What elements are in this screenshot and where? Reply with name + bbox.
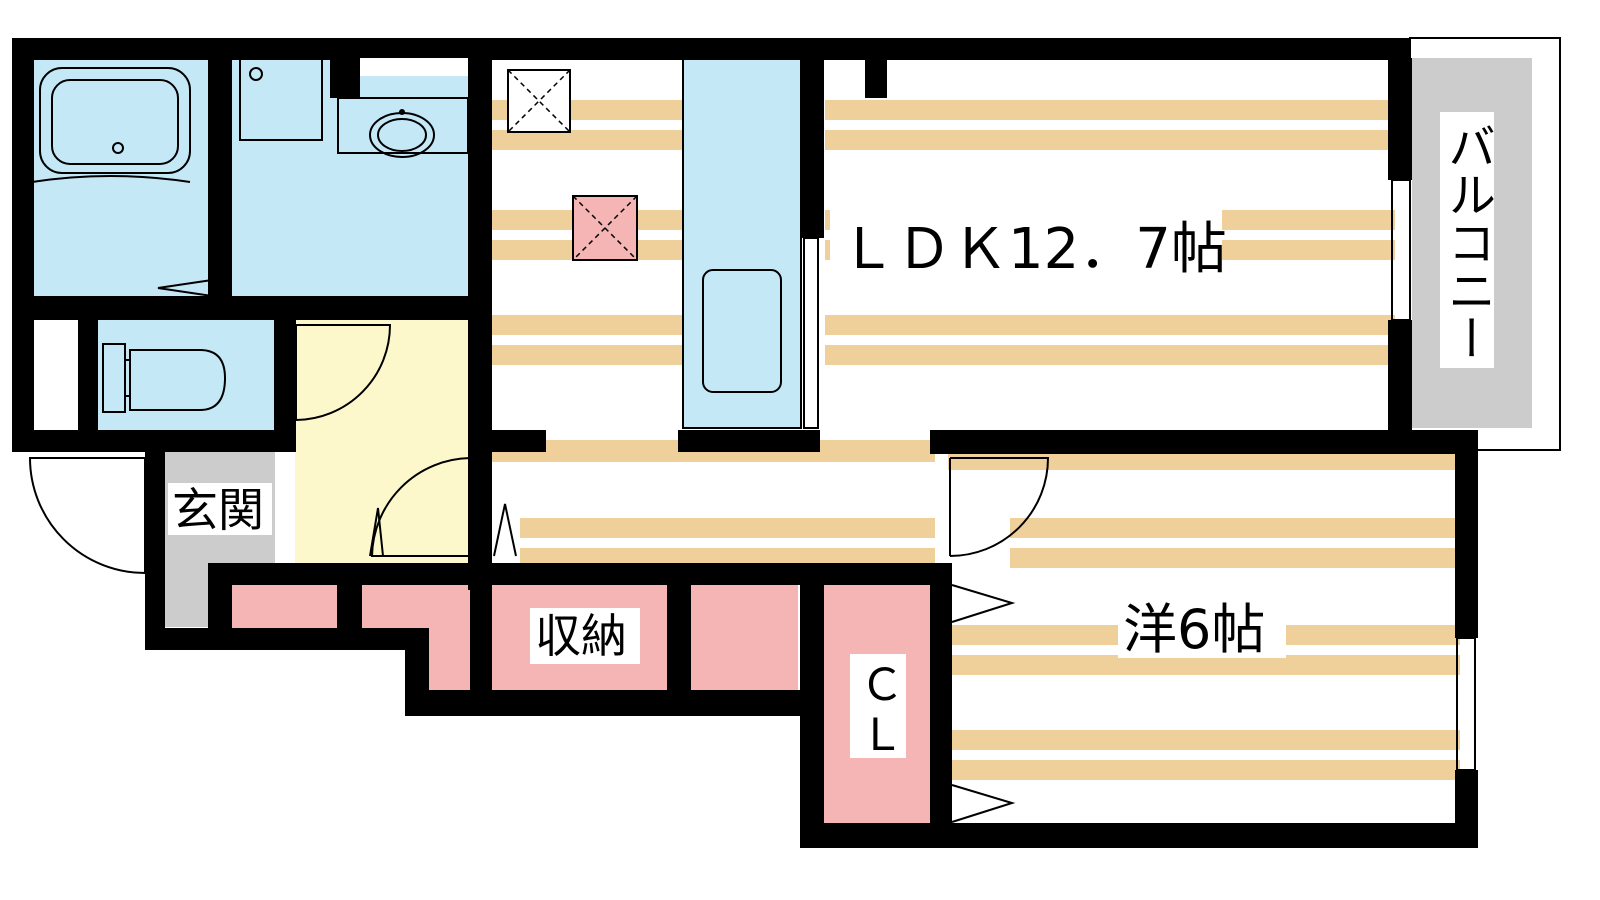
entrance-label: 玄関 (172, 483, 264, 537)
washing-machine-space (239, 57, 323, 141)
walls (12, 38, 1478, 848)
western-room-label: 洋6帖 (1123, 598, 1265, 661)
closet-label-l: Ｌ (860, 710, 904, 761)
storage-label-bg (530, 608, 640, 664)
western-label-bg (1118, 592, 1286, 658)
ceiling-vent-pink (572, 195, 638, 261)
balcony-label: バルコニー (1439, 122, 1495, 362)
storage-label: 収納 (535, 609, 627, 663)
ldk-lower-floor (490, 438, 935, 563)
toilet-fixture (102, 343, 227, 413)
kitchen-counter (682, 57, 802, 429)
closet-label-bg (850, 654, 906, 758)
closet-label-c: Ｃ (860, 660, 904, 711)
small-closet-floor (32, 318, 78, 430)
hallway-floor (295, 318, 470, 563)
ceiling-vent-white (507, 69, 571, 133)
balcony-label-bg (1440, 112, 1494, 368)
doors (28, 58, 1476, 823)
western-room-floor (948, 452, 1460, 830)
ldk-label: ＬＤＫ12．7帖 (840, 217, 1227, 282)
ldk-label-bg (830, 208, 1222, 280)
wash-basin (337, 97, 469, 158)
entrance-label-bg (168, 483, 272, 535)
bathtub (31, 67, 191, 183)
